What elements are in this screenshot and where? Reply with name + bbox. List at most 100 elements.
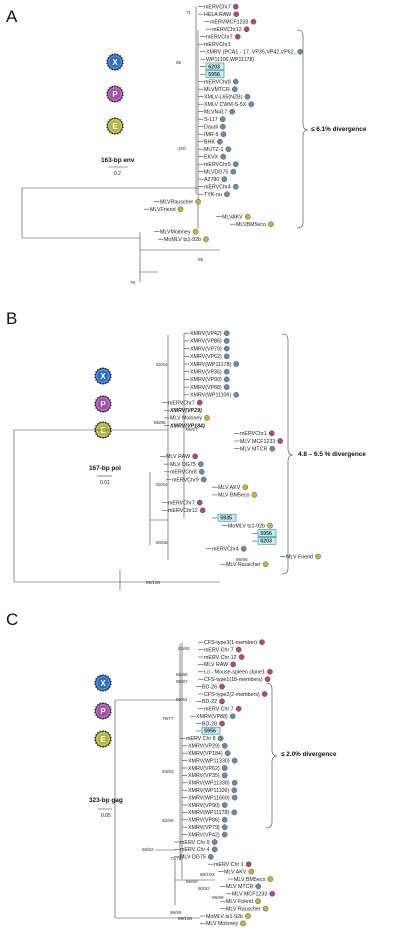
category-dot-p-icon	[243, 26, 250, 33]
panel-c-scale: 323-bp gag 0.05	[89, 797, 123, 819]
leaf-mervchr12: mERVChr12	[212, 26, 250, 33]
leaf-label: MLV MCF1233	[240, 439, 275, 445]
category-dot-e-icon	[244, 213, 251, 220]
category-dot-x-icon	[217, 138, 223, 145]
leaf-xmrv-vp35: XMRV(VP35)	[188, 772, 228, 779]
leaf-xmrv-wp11178: XMRV(WP11178)	[190, 361, 240, 368]
category-dot-p-icon	[268, 430, 275, 437]
leaf-mlvakv: MLVAKV	[222, 213, 251, 221]
panel-b-scale: 167-bp pol 0.01	[89, 465, 121, 486]
sample-box-6203: 6203	[257, 536, 277, 545]
leaf-label: Daudi	[204, 125, 218, 131]
leaf-label: S-117	[204, 117, 218, 123]
leaf-label: XMRV(WP11178)	[188, 810, 229, 816]
divergence-brace-c	[265, 682, 278, 829]
leaf-label: CFS-type2(2-members)	[204, 692, 260, 698]
category-dot-p-icon	[277, 438, 284, 444]
bootstrap-value: 99/100	[178, 916, 192, 921]
leaf-label: mERV Chr 8	[186, 736, 216, 742]
leaf-xmrv-vp29: XMRV(VP29)	[188, 742, 228, 750]
leaf-6203: 6203	[205, 62, 225, 70]
leaf-ekvx: EKVX	[204, 153, 226, 161]
leaf-xmrv-vp79: XMRV(VP79)	[190, 345, 230, 352]
category-dot-x-icon	[269, 445, 276, 452]
leaf-xmlv-cwm-s-5x: XMLV CWM-S-5X	[204, 101, 255, 108]
gene-label-env: 163-bp env	[101, 157, 135, 164]
leaf-xmrv-vp86: XMRV(VP86)	[188, 816, 228, 824]
leaf-label: MLV Friend	[226, 899, 253, 905]
bootstrap-value: 66/52	[142, 847, 154, 852]
leaf-label: mERVChr8	[170, 470, 197, 476]
leaf-label: mERVChr4	[212, 547, 239, 553]
leaf-mlv-moloney: MLV Moloney	[170, 415, 210, 422]
legend-letter: P	[100, 707, 106, 716]
sample-box-label: 5956	[260, 531, 272, 537]
category-dot-p-icon	[219, 698, 225, 705]
leaf-s-117: S-117	[204, 116, 226, 123]
legend-badge-x-icon: X	[94, 674, 112, 692]
leaf-label: XMRV(VP88)	[190, 385, 222, 391]
leaf-5935: 5935	[217, 513, 237, 522]
bootstrap-value: 65/60	[186, 879, 198, 884]
leaf-xmlv-l65-nzb: XMLV-L65(NZB)	[204, 93, 251, 101]
category-dot-x-icon	[231, 809, 238, 816]
leaf-mlv-mcf1233: MLV MCF1233	[240, 438, 284, 445]
leaf-label: mERV Chr 4	[180, 847, 210, 853]
bootstrap-value: 99	[198, 257, 204, 262]
category-dot-x-icon	[229, 713, 236, 720]
leaf-xmrv-vp88: XMRV(VP88)	[190, 384, 230, 391]
panel-label-b: B	[6, 309, 17, 328]
category-dot-x-icon	[221, 765, 228, 771]
leaf-cfs-type1-18-members: CFS-type1(18-members)	[204, 676, 271, 683]
category-dot-x-icon	[207, 853, 214, 860]
leaf-xmrv-vp35: XMRV(VP35)	[190, 368, 230, 376]
category-dot-x-icon	[221, 824, 228, 831]
category-dot-x-icon	[231, 86, 238, 93]
category-dot-x-icon	[232, 161, 239, 168]
category-dot-p-icon	[219, 683, 225, 690]
bootstrap-value: 98/99	[170, 910, 182, 915]
bootstrap-value: 63/63	[162, 769, 174, 774]
leaf-label: MLV Rauscher	[226, 906, 261, 912]
leaf-label: mERV Chr 1	[214, 862, 244, 868]
leaf-mervchr1: mERVChr1	[204, 42, 231, 48]
leaf-label: mERVChr9	[172, 477, 199, 483]
leaf-label: XMRV(VP86)	[190, 339, 222, 345]
legend-letter: X	[100, 372, 106, 381]
category-dot-p-icon	[269, 890, 276, 897]
leaf-mervchr8: mERVChr8	[204, 78, 239, 86]
category-dot-e-icon	[251, 492, 258, 498]
leaf-xmrv-vp184: XMRV(VP184)	[169, 423, 205, 429]
leaf-mlv-akv: MLV AKV	[224, 868, 255, 875]
category-dot-e-icon	[245, 913, 251, 919]
leaf-label: MLV Moloney	[170, 416, 202, 422]
leaf-xmrv-wp11106: XMRV(WP11106)	[190, 391, 240, 399]
category-dot-x-icon	[231, 757, 238, 764]
leaf-xmrv-vp42: XMRV(VP42)	[188, 831, 228, 838]
category-dot-e-icon	[204, 415, 210, 421]
category-dot-x-icon	[255, 883, 262, 890]
leaf-label: MoMLV ts1-92b	[228, 524, 265, 530]
sample-box-label: 5956	[204, 729, 216, 735]
category-dot-x-icon	[224, 191, 230, 198]
leaf-mlvmtcr: MLVMTCR	[204, 86, 238, 93]
leaf-label: XMLV CWM-S-5X	[204, 102, 247, 108]
leaf-5956: 5956	[257, 529, 277, 537]
category-dot-x-icon	[223, 330, 230, 337]
leaf-label: mERVChr7	[204, 5, 231, 11]
bootstrap-value: 86/86	[236, 557, 248, 562]
leaf-label: BD-22	[202, 699, 217, 705]
legend-letter: P	[112, 90, 118, 99]
leaf-label: XMRV(VP42)	[190, 331, 222, 337]
leaf-hela-raw: HELA RAW	[204, 11, 240, 18]
leaf-label: MoMLV ts1-92b	[206, 914, 243, 920]
bootstrap-value: 96/100	[200, 872, 214, 877]
bootstrap-value: 90/65	[156, 540, 168, 545]
scale-value-c: 0.05	[101, 813, 111, 819]
category-dot-p-icon	[234, 33, 241, 40]
leaf-label: A2780	[204, 177, 219, 183]
leaf-label: MLVBM5eco	[236, 222, 266, 228]
leaf-xmrv-wp11106: XMRV(WP11106)	[188, 787, 238, 794]
leaf-mlv-raw: MLV RAW	[166, 453, 198, 460]
category-dot-x-icon	[231, 787, 238, 794]
